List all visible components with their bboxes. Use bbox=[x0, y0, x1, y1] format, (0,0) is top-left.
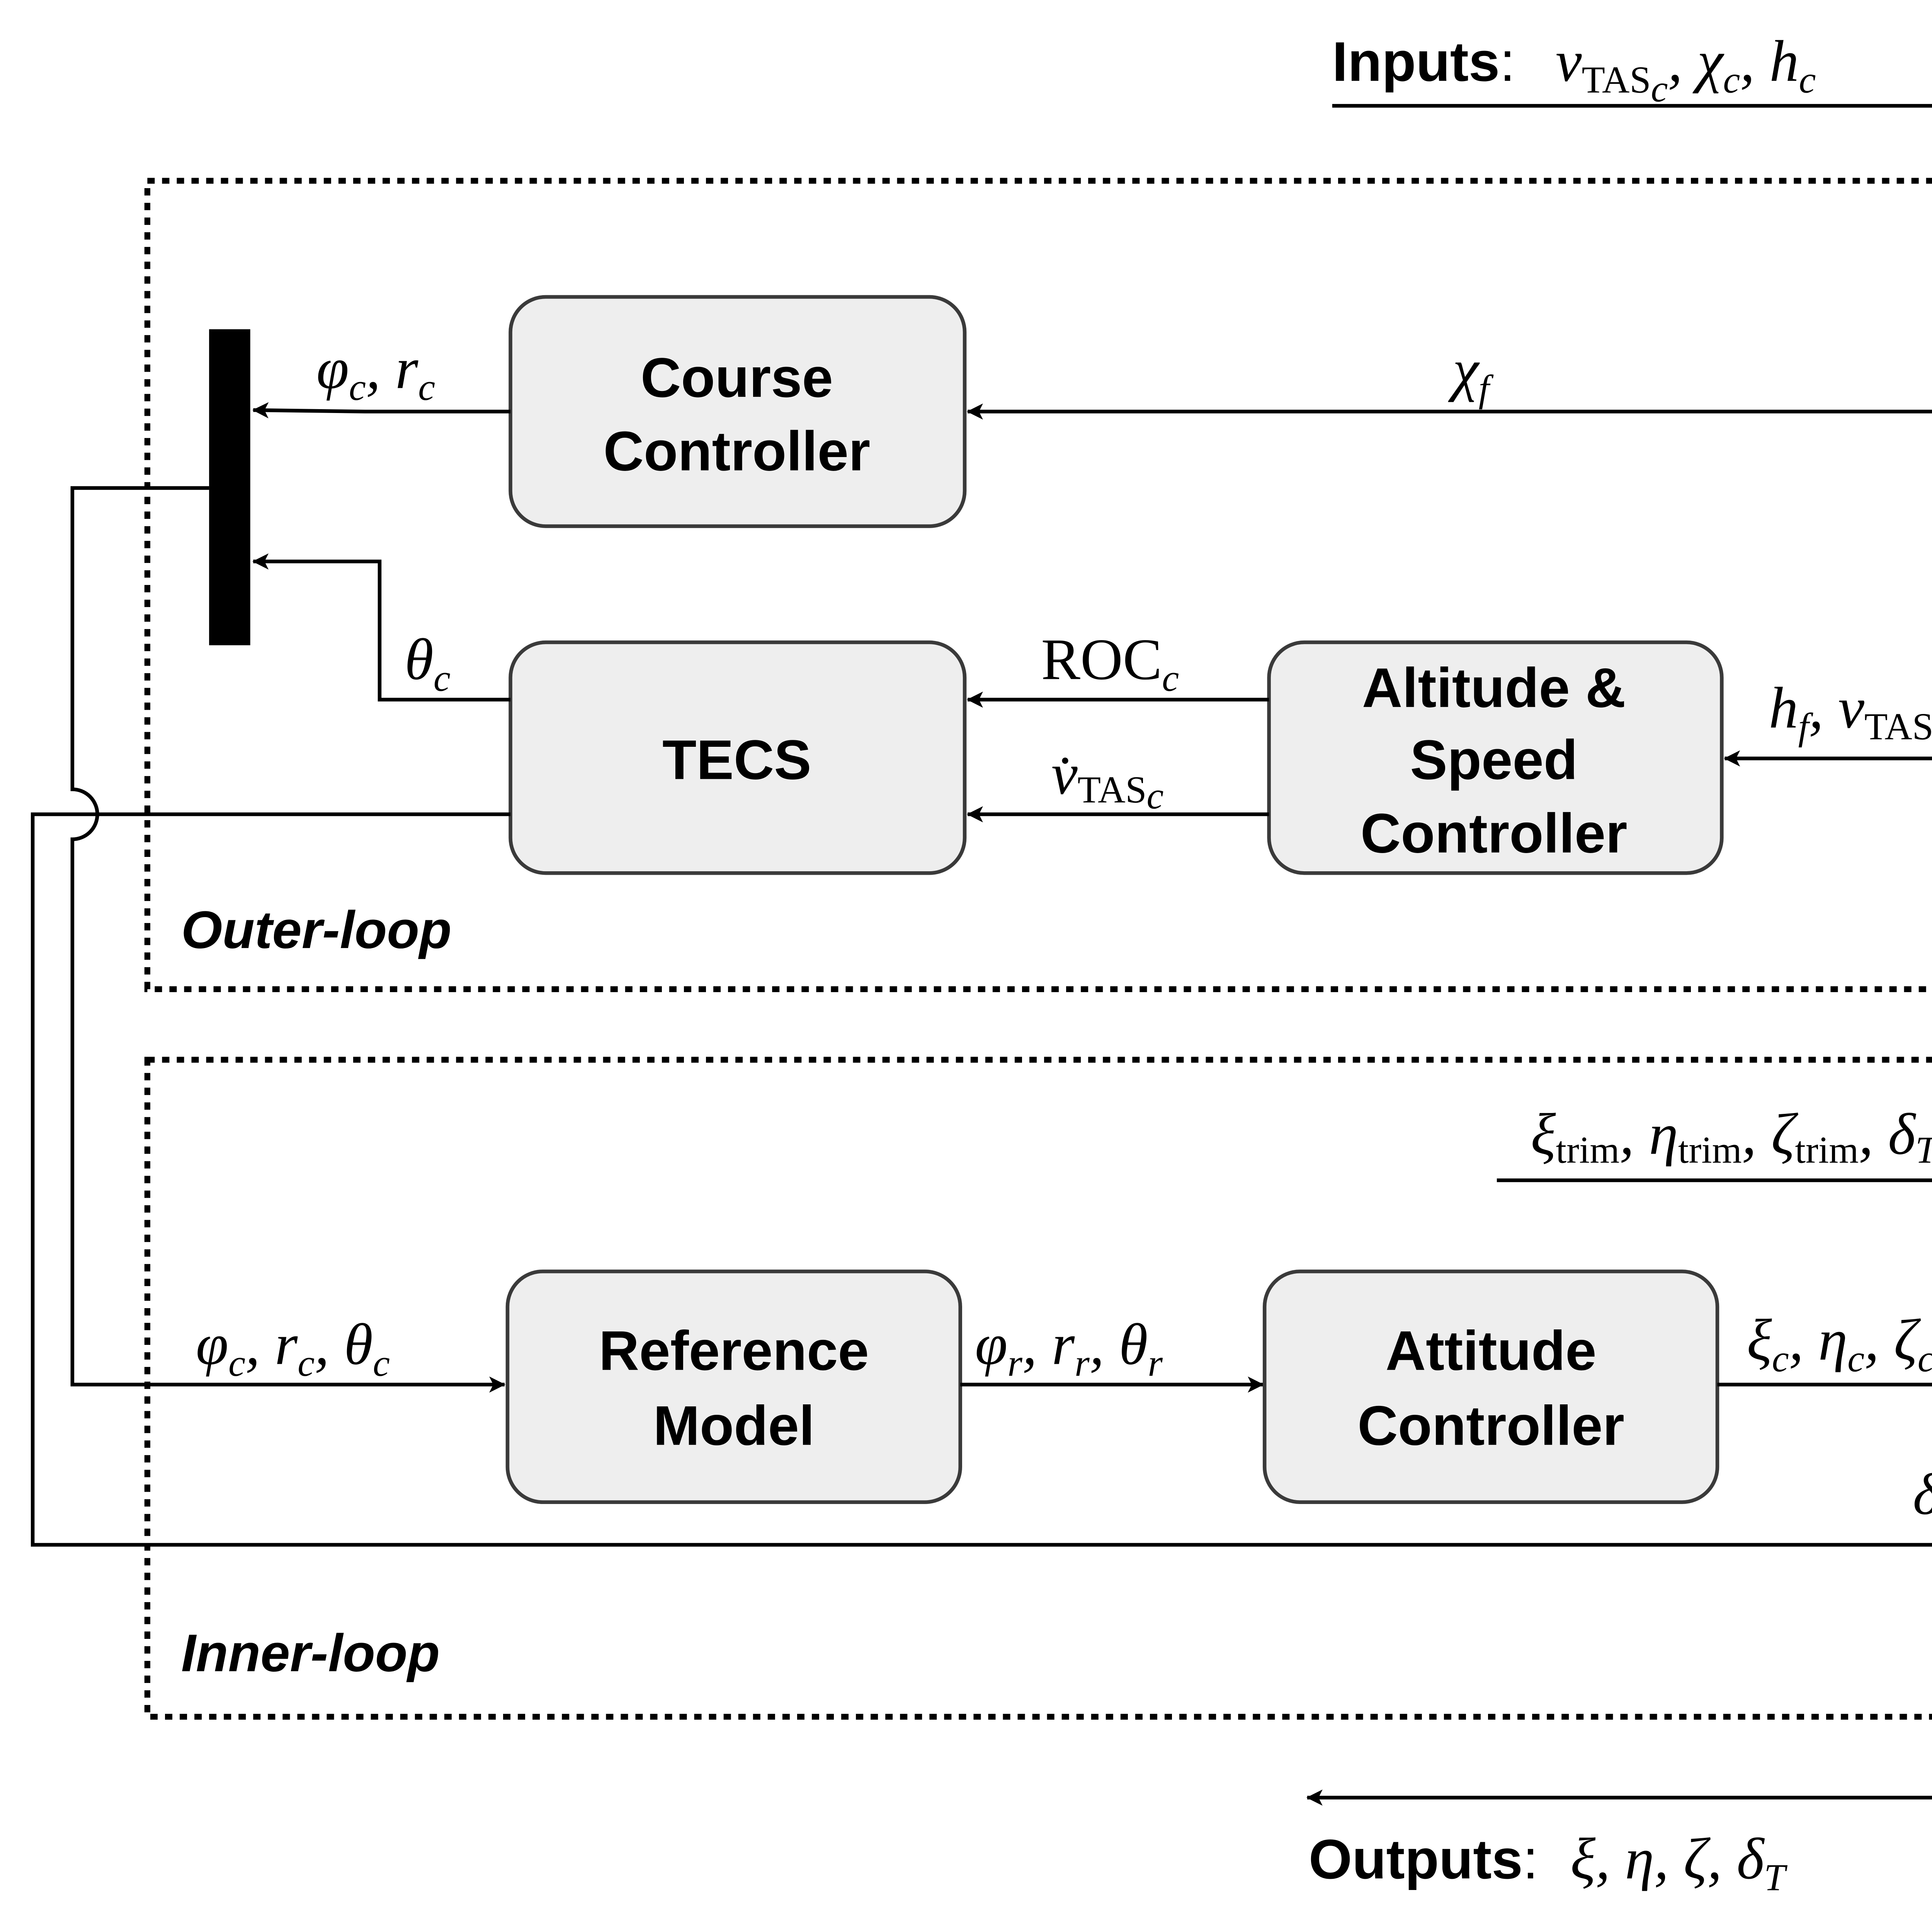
altitude-speed-controller-block[interactable]: Altitude & Speed Controller bbox=[1267, 640, 1724, 875]
trim-wire bbox=[1497, 1178, 1932, 1182]
svg-text:Attitude: Attitude bbox=[1386, 1319, 1597, 1382]
svg-text:Inputs:: Inputs: bbox=[1332, 30, 1515, 93]
svg-text:Controller: Controller bbox=[1357, 1394, 1624, 1457]
svg-text:Outputs:: Outputs: bbox=[1309, 1828, 1538, 1890]
inputs-label: Inputs: vTASc, χc, hc bbox=[1332, 28, 1816, 110]
outer-mux-bar bbox=[209, 329, 250, 646]
svg-text:Model: Model bbox=[653, 1394, 815, 1457]
chi-f-label: χf bbox=[1448, 337, 1494, 410]
course-output-wire bbox=[252, 402, 511, 418]
svg-text:Controller: Controller bbox=[604, 420, 871, 482]
attitude-controller-block[interactable]: Attitude Controller bbox=[1262, 1270, 1719, 1504]
inner-loop-frame bbox=[144, 1057, 1932, 1720]
theta-c-wire bbox=[252, 553, 511, 702]
vdot-tas-c-label: v̇TASc bbox=[1051, 741, 1163, 817]
svg-text:Course: Course bbox=[641, 346, 833, 409]
svg-text:Controller: Controller bbox=[1361, 802, 1628, 865]
tecs-block[interactable]: TECS bbox=[509, 640, 967, 875]
inner-loop-label: Inner-loop bbox=[181, 1624, 440, 1683]
outer-loop-label: Outer-loop bbox=[181, 901, 452, 960]
course-controller-block[interactable]: Course Controller bbox=[509, 295, 967, 528]
svg-text:Speed: Speed bbox=[1410, 728, 1578, 791]
ref-input-label: φc, rc, θc bbox=[196, 1312, 390, 1384]
theta-c-label: θc bbox=[405, 627, 451, 699]
svg-text:TECS: TECS bbox=[662, 728, 811, 791]
svg-text:ξ, η, ζ, δT: ξ, η, ζ, δT bbox=[1570, 1826, 1787, 1899]
outer-loop-frame bbox=[144, 178, 1932, 992]
svg-text:Reference: Reference bbox=[599, 1319, 869, 1382]
delta-tc-wire bbox=[31, 812, 1932, 1547]
roc-c-label: ROCc bbox=[1041, 627, 1179, 699]
ref-output-label: φr, rr, θr bbox=[975, 1312, 1163, 1384]
phi-r-c-label: φc, rc bbox=[316, 335, 435, 408]
svg-text:vTASc, χc, hc: vTASc, χc, hc bbox=[1556, 28, 1816, 110]
outputs-wire bbox=[1306, 1789, 1932, 1806]
trim-label: ξtrim, ηtrim, ζtrim, δTtrim bbox=[1531, 1101, 1932, 1184]
attitude-output-label: ξc, ηc, ζc bbox=[1747, 1307, 1932, 1380]
outputs-label: Outputs: ξ, η, ζ, δT bbox=[1309, 1826, 1787, 1899]
hf-vtasf-label: hf, vTASf bbox=[1769, 675, 1932, 748]
svg-text:Altitude &: Altitude & bbox=[1362, 656, 1626, 719]
reference-model-block[interactable]: Reference Model bbox=[505, 1270, 962, 1504]
delta-tc-label: δTc bbox=[1913, 1462, 1932, 1543]
inputs-wire bbox=[1332, 104, 1932, 108]
